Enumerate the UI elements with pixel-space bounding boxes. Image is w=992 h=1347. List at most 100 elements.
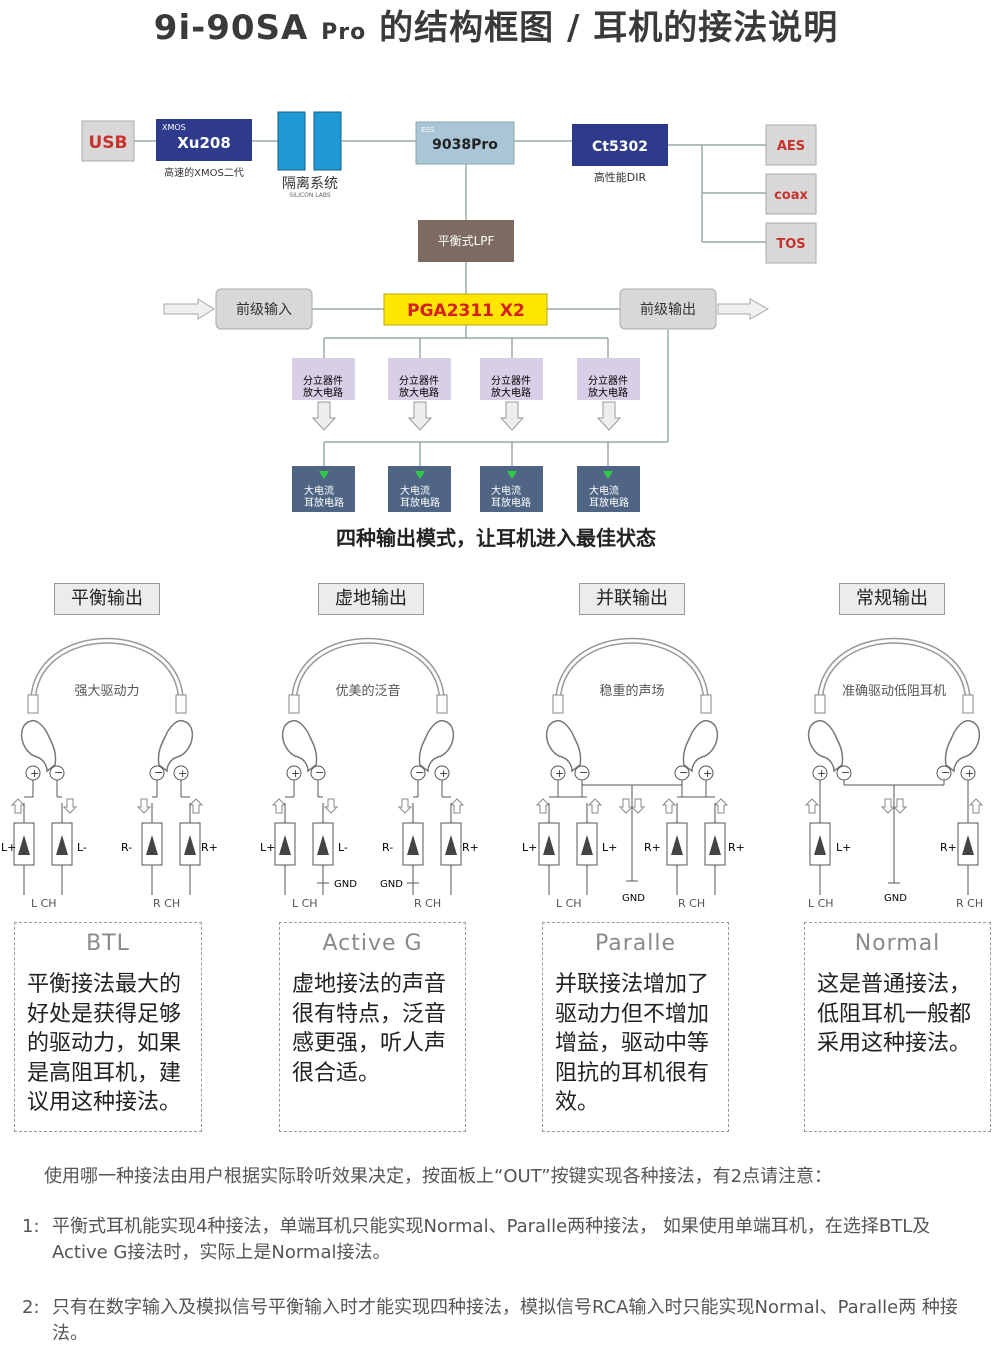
diagram-wires (134, 140, 766, 443)
hp-line1: 大电流 (304, 484, 334, 497)
mode-label-parallel: 并联输出 (579, 583, 685, 615)
tos-block: TOS (765, 222, 817, 264)
hp-line2: 耳放电路 (491, 496, 531, 509)
wiring-normal: 准确驱动低阻耳机 L+ R+ GND L CH R CH (805, 641, 983, 910)
hp-amp-2: 大电流 耳放电路 (388, 442, 451, 512)
hp-line2: 耳放电路 (589, 496, 629, 509)
rplus-label: R+ (728, 841, 745, 854)
notes-intro: 使用哪一种接法由用户根据实际聆听效果决定，按面板上“OUT”按键实现各种接法，有… (44, 1166, 833, 1187)
note-number: 1: (22, 1216, 40, 1237)
usb-block: USB (81, 120, 135, 162)
card-title: Active G (322, 931, 423, 956)
card-title: Normal (854, 931, 941, 956)
dac-block: ESS 9038Pro (415, 121, 515, 165)
phone-text: 稳重的声场 (599, 683, 664, 699)
discrete-amp-3: 分立器件 放大电路 (480, 358, 543, 431)
wiring-diagrams: + − − + 强大驱动力 L+ L- R- R+ L CH R CH (1, 625, 983, 910)
lch-label: L CH (556, 897, 582, 910)
phone-text: 准确驱动低阻耳机 (842, 684, 946, 699)
lch-label: L CH (31, 897, 57, 910)
amp-line1: 分立器件 (491, 374, 531, 387)
discrete-amp-2: 分立器件 放大电路 (388, 358, 451, 431)
card-paralle: Paralle 并联接法增加了驱动力但不增加增益，驱动中等阻抗的耳机很有效。 (542, 922, 729, 1132)
hp-line1: 大电流 (400, 484, 430, 497)
rplus-label: R+ (940, 841, 957, 854)
isolation-caption: 隔离系统 (282, 175, 338, 192)
gnd-label: GND (622, 893, 645, 904)
note-2: 2: 只有在数字输入及模拟信号平衡输入时才能实现四种接法，模拟信号RCA输入时只… (22, 1295, 972, 1347)
card-description: 这是普通接法，低阻耳机一般都采用这种接法。 (817, 972, 972, 1056)
hp-amp-1: 大电流 耳放电路 (292, 442, 355, 512)
hp-line1: 大电流 (589, 484, 619, 497)
dir-label: Ct5302 (592, 139, 648, 155)
rch-label: R CH (956, 897, 983, 910)
hp-line2: 耳放电路 (304, 496, 344, 509)
page-title: 9i-90SA Pro 的结构框图 / 耳机的接法说明 (0, 0, 992, 49)
amp-line2: 放大电路 (588, 386, 628, 399)
rch-label: R CH (678, 897, 705, 910)
pga-label: PGA2311 X2 (407, 301, 525, 321)
pre-out-block: 前级输出 (619, 288, 717, 330)
rplus-label: R+ (201, 841, 218, 854)
hp-line2: 耳放电路 (400, 496, 440, 509)
pre-in-label: 前级输入 (236, 301, 292, 318)
wiring-active-g: 优美的泛音 L+ L- R- R+ GND GND L CH R CH (260, 641, 479, 910)
xmos-block: XMOS Xu208 高速的XMOS二代 (156, 119, 252, 179)
gnd-label: GND (334, 879, 357, 890)
amp-line2: 放大电路 (491, 386, 531, 399)
lpf-label: 平衡式LPF (438, 234, 495, 248)
card-title: Paralle (594, 931, 677, 956)
amp-line2: 放大电路 (399, 386, 439, 399)
block-diagram: USB XMOS Xu208 高速的XMOS二代 隔离系统 SILICON LA… (81, 111, 817, 512)
coax-label: coax (774, 188, 808, 203)
xmos-small-label: XMOS (162, 123, 186, 132)
lminus-label: L- (77, 841, 87, 854)
hp-line1: 大电流 (491, 484, 521, 497)
hp-amp-3: 大电流 耳放电路 (480, 442, 543, 512)
note-1: 1: 平衡式耳机能实现4种接法，单端耳机只能实现Normal、Paralle两种… (22, 1214, 972, 1266)
mode-label-balanced: 平衡输出 (54, 583, 160, 615)
pga-block: PGA2311 X2 (383, 293, 548, 326)
card-active-g: Active G 虚地接法的声音很有特点，泛音感更强，听人声很合适。 (279, 922, 466, 1132)
lplus-label: L+ (260, 841, 275, 854)
phone-text: 强大驱动力 (74, 684, 139, 699)
dir-caption: 高性能DIR (594, 170, 647, 184)
amp-line1: 分立器件 (303, 374, 343, 387)
xmos-caption: 高速的XMOS二代 (164, 166, 244, 179)
note-text: 只有在数字输入及模拟信号平衡输入时才能实现四种接法，模拟信号RCA输入时只能实现… (52, 1297, 958, 1344)
tos-label: TOS (776, 237, 805, 252)
gnd-label: GND (380, 879, 403, 890)
modes-heading: 四种输出模式，让耳机进入最佳状态 (336, 526, 656, 550)
card-description: 平衡接法最大的好处是获得足够的驱动力，如果是高阻耳机，建议用这种接法。 (27, 972, 182, 1115)
note-text: 平衡式耳机能实现4种接法，单端耳机只能实现Normal、Paralle两种接法，… (52, 1216, 931, 1263)
rplus-label: R+ (644, 841, 661, 854)
isolation-block: 隔离系统 SILICON LABS (277, 111, 342, 199)
lch-label: L CH (808, 897, 834, 910)
amp-line2: 放大电路 (303, 386, 343, 399)
lplus-label: L+ (602, 841, 617, 854)
title-pro: Pro (321, 20, 367, 45)
card-title: BTL (86, 931, 130, 956)
rminus-label: R- (121, 841, 132, 854)
lplus-label: L+ (836, 841, 851, 854)
rminus-label: R- (382, 841, 393, 854)
hp-amp-4: 大电流 耳放电路 (577, 442, 640, 512)
amp-line1: 分立器件 (399, 374, 439, 387)
headphone-amp-row: 大电流 耳放电路 大电流 耳放电路 大电流 耳放电路 大电流 耳放电路 (292, 442, 640, 512)
gnd-label: GND (884, 893, 907, 904)
ess-small-label: ESS (421, 126, 435, 134)
discrete-amp-1: 分立器件 放大电路 (292, 358, 355, 431)
mode-label-normal: 常规输出 (839, 583, 945, 615)
lplus-label: L+ (1, 841, 16, 854)
dir-block: Ct5302 高性能DIR (572, 124, 668, 184)
mode-label-virtual-ground: 虚地输出 (318, 583, 424, 615)
diagram-arrows (163, 298, 770, 320)
pre-in-block: 前级输入 (215, 288, 313, 330)
card-description: 虚地接法的声音很有特点，泛音感更强，听人声很合适。 (292, 972, 447, 1086)
phone-text: 优美的泛音 (335, 683, 400, 699)
discrete-amp-4: 分立器件 放大电路 (577, 358, 640, 431)
rch-label: R CH (414, 897, 441, 910)
usb-label: USB (88, 133, 127, 153)
lch-label: L CH (292, 897, 318, 910)
title-model: 9i-90SA (153, 8, 309, 48)
